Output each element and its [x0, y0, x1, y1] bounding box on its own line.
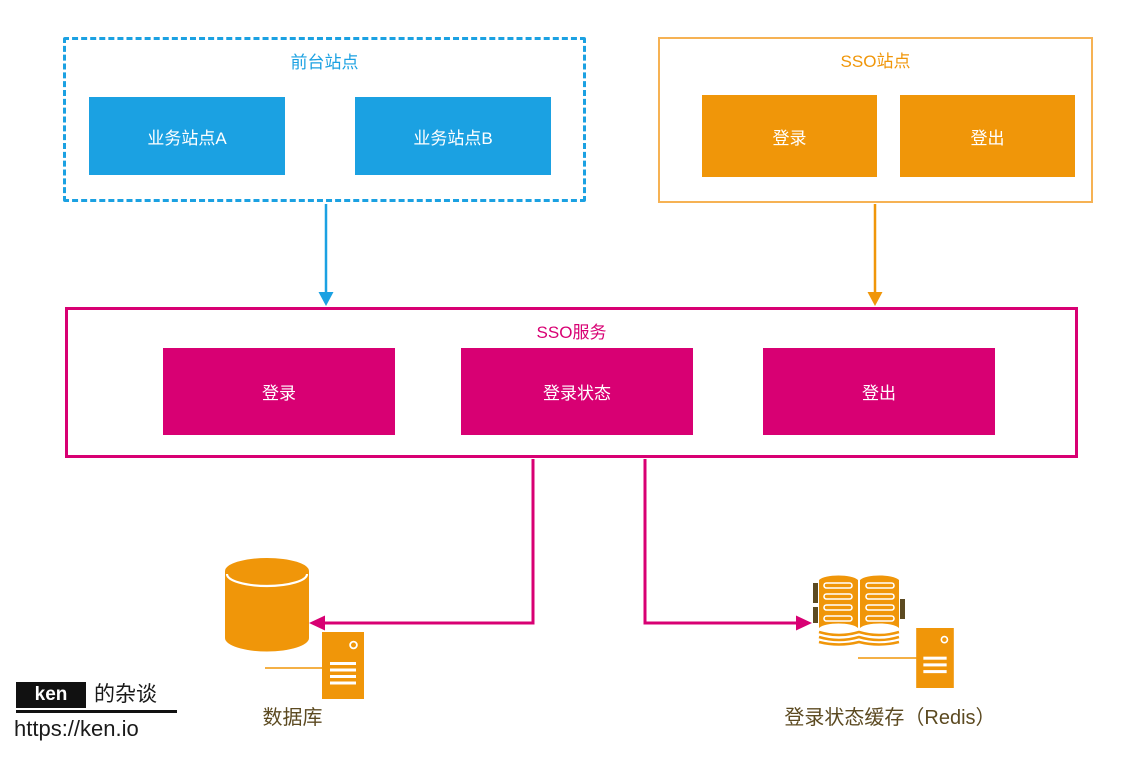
sso-service-group: SSO服务 登录 登录状态 登出	[65, 307, 1078, 458]
redis-cache-label: 登录状态缓存（Redis）	[784, 707, 996, 729]
frontend-sites-group: 前台站点 业务站点A 业务站点B	[63, 37, 586, 202]
ken-logo-suffix: 的杂谈	[94, 683, 157, 706]
database-label: 数据库	[262, 707, 323, 729]
service-login-label: 登录	[262, 384, 296, 403]
service-login-status-node: 登录状态	[461, 348, 693, 435]
sso-site-login-node: 登录	[702, 95, 877, 177]
service-logout-label: 登出	[862, 384, 896, 403]
sso-site-group: SSO站点 登录 登出	[658, 37, 1093, 203]
ssosite-to-service-arrow	[867, 204, 883, 306]
sso-site-logout-label: 登出	[970, 128, 1005, 148]
frontend-to-service-arrow	[318, 204, 334, 306]
sso-service-title: SSO服务	[536, 323, 607, 342]
redis-server-icon	[916, 628, 954, 688]
frontend-sites-title: 前台站点	[290, 53, 359, 72]
service-to-database-arrow	[309, 459, 535, 631]
ken-logo-text: ken	[34, 684, 68, 705]
business-site-b-node: 业务站点B	[355, 97, 551, 175]
ken-logo-box: ken	[16, 682, 86, 708]
service-logout-node: 登出	[763, 348, 995, 435]
business-site-b-label: 业务站点B	[413, 128, 493, 148]
sso-site-title: SSO站点	[840, 52, 911, 71]
site-url: https://ken.io	[14, 716, 139, 741]
service-to-redis-arrow	[643, 459, 812, 631]
sso-site-login-label: 登录	[772, 128, 807, 148]
sso-site-logout-node: 登出	[900, 95, 1075, 177]
database-icon	[225, 558, 309, 652]
redis-cache-icon	[813, 575, 905, 646]
ken-logo-underline	[16, 710, 177, 713]
service-login-node: 登录	[163, 348, 395, 435]
database-server-icon	[322, 632, 364, 699]
service-login-status-label: 登录状态	[543, 384, 611, 403]
business-site-a-node: 业务站点A	[89, 97, 285, 175]
business-site-a-label: 业务站点A	[147, 128, 227, 148]
